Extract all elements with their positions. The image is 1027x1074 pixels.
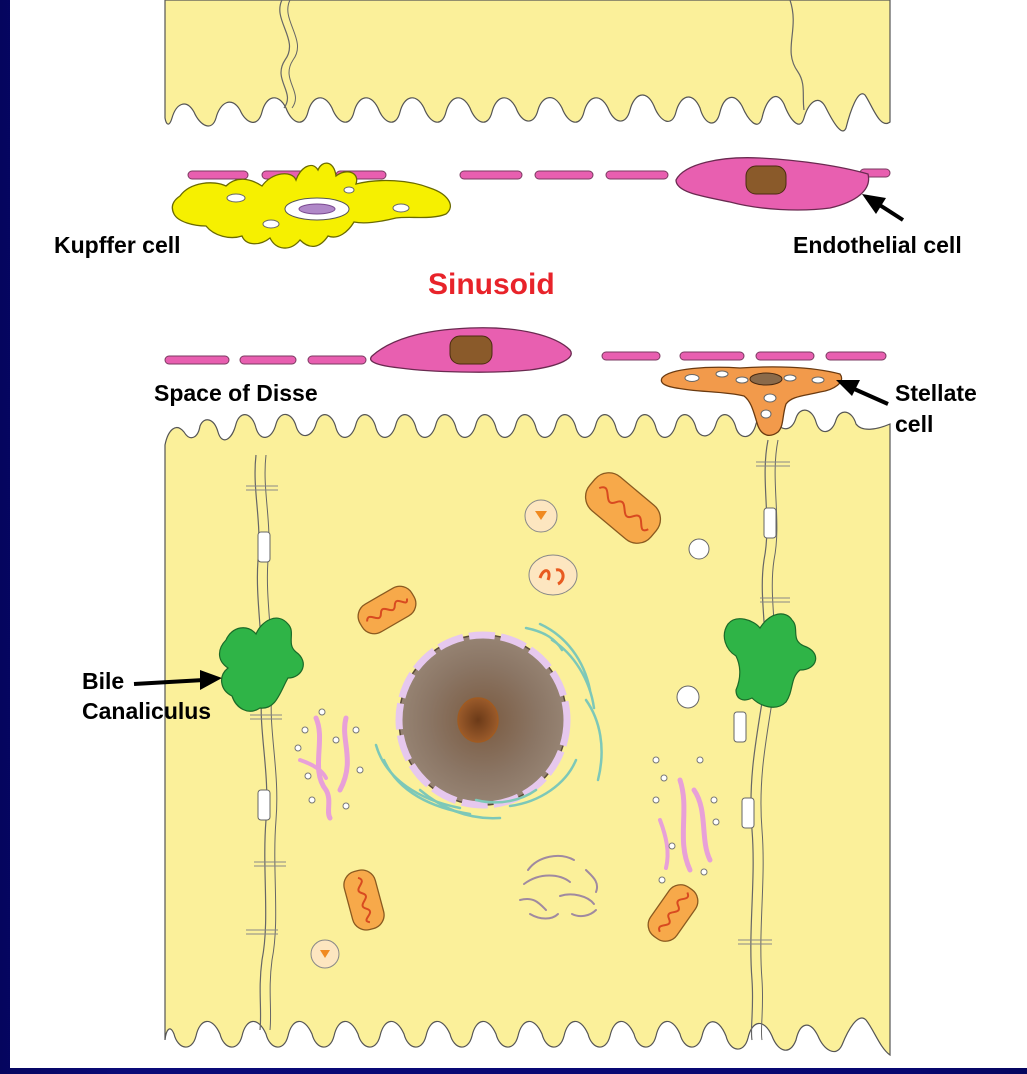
label-stellate-cell: cell — [895, 411, 933, 437]
endothelial-arrow — [878, 204, 903, 220]
kupffer-vacuole — [393, 204, 409, 212]
label-endothelial-cell: Endothelial cell — [793, 232, 962, 258]
kupffer-nucleus-core — [299, 204, 335, 214]
label-canaliculus: Canaliculus — [82, 698, 211, 724]
label-kupffer-cell: Kupffer cell — [54, 232, 181, 258]
stellate-arrow — [852, 388, 888, 404]
label-bile: Bile — [82, 668, 124, 694]
nucleolus — [458, 698, 498, 742]
kupffer-vacuole — [263, 220, 279, 228]
endothelial-nucleus — [746, 166, 786, 194]
label-sinusoid: Sinusoid — [428, 268, 555, 302]
label-stellate: Stellate — [895, 380, 977, 406]
upper-hepatocyte-layer — [165, 0, 890, 131]
endothelial-nucleus — [450, 336, 492, 364]
label-space-of-disse: Space of Disse — [154, 380, 318, 406]
kupffer-vacuole — [344, 187, 354, 193]
kupffer-vacuole — [227, 194, 245, 202]
stellate-nucleus — [750, 373, 782, 385]
